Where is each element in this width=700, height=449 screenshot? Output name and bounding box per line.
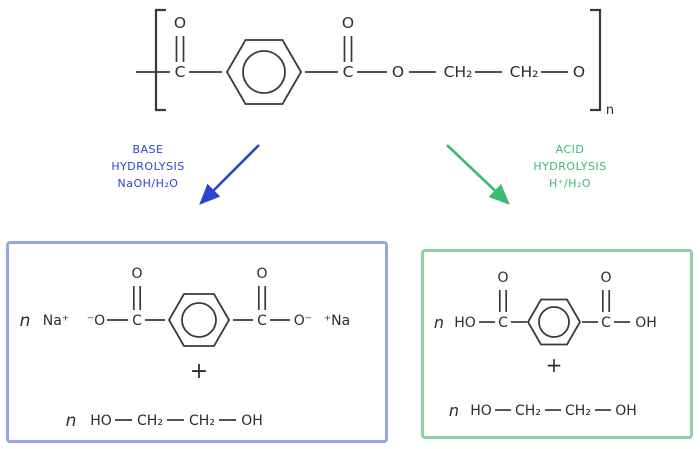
benzene-ring-circle	[181, 302, 217, 338]
carbonyl-oxygen: O	[342, 14, 354, 32]
ch2-group: CH₂	[444, 63, 473, 81]
base-products-structure: n Na⁺ ⁻O C O C O O⁻ ⁺Na + n HO CH₂	[20, 266, 351, 431]
carbonyl-carbon: C	[343, 63, 354, 81]
coefficient-n: n	[449, 401, 459, 420]
carboxylate-oxygen: O⁻	[294, 313, 312, 329]
benzene-ring-hexagon	[225, 39, 303, 105]
acid-label-line3: H⁺/H₂O	[548, 177, 592, 190]
acid-products-box: n HO C O C O OH + n HO CH₂ CH₂	[421, 249, 693, 439]
hydroxyl-group: OH	[635, 315, 657, 331]
plus-sign: +	[190, 359, 208, 384]
acid-products-structure: n HO C O C O OH + n HO CH₂ CH₂	[434, 270, 657, 420]
ch2-group: CH₂	[137, 413, 163, 429]
sodium-cation: ⁺Na	[324, 313, 350, 329]
coefficient-n: n	[20, 311, 31, 331]
sodium-cation: Na⁺	[43, 313, 69, 329]
carboxylate-oxygen: ⁻O	[87, 313, 105, 329]
carbonyl-carbon: C	[498, 315, 508, 331]
benzene-ring-hexagon	[526, 298, 582, 346]
benzene-ring-circle	[242, 50, 286, 94]
acid-arrow	[446, 144, 510, 205]
base-products-box: n Na⁺ ⁻O C O C O O⁻ ⁺Na + n HO CH₂	[6, 241, 388, 443]
chain-oxygen: O	[573, 63, 585, 81]
carbonyl-oxygen: O	[174, 14, 186, 32]
hydroxyl-group: OH	[615, 403, 637, 419]
right-bracket	[590, 8, 602, 112]
base-hydrolysis-label: BASE HYDROLYSIS NaOH/H₂O	[92, 141, 204, 192]
plus-sign: +	[546, 353, 563, 377]
ch2-group: CH₂	[515, 403, 541, 419]
base-label-line1: BASE	[132, 143, 164, 156]
coefficient-n: n	[66, 411, 77, 431]
carbonyl-oxygen: O	[131, 266, 142, 282]
ch2-group: CH₂	[510, 63, 539, 81]
carbonyl-oxygen: O	[600, 270, 611, 286]
left-bracket	[154, 8, 166, 112]
base-label-line3: NaOH/H₂O	[117, 177, 179, 190]
ester-oxygen: O	[392, 63, 404, 81]
hydroxyl-group: HO	[470, 403, 492, 419]
base-arrow-shaft	[199, 144, 260, 205]
base-label-line2: HYDROLYSIS	[111, 160, 185, 173]
benzene-ring-hexagon	[167, 293, 231, 347]
acid-arrow-shaft	[446, 144, 510, 205]
hydroxyl-group: HO	[454, 315, 476, 331]
acid-label-line2: HYDROLYSIS	[533, 160, 607, 173]
base-arrow	[199, 144, 260, 205]
acid-label-line1: ACID	[555, 143, 585, 156]
hydroxyl-group: OH	[241, 413, 263, 429]
ch2-group: CH₂	[565, 403, 591, 419]
ch2-group: CH₂	[189, 413, 215, 429]
carbonyl-carbon: C	[132, 313, 142, 329]
carbonyl-carbon: C	[601, 315, 611, 331]
carbonyl-carbon: C	[175, 63, 186, 81]
coefficient-n: n	[434, 313, 444, 332]
pet-structure: C O C O O CH₂ CH₂ O n	[136, 8, 614, 118]
carbonyl-oxygen: O	[497, 270, 508, 286]
carbonyl-carbon: C	[257, 313, 267, 329]
carbonyl-oxygen: O	[256, 266, 267, 282]
benzene-ring-circle	[538, 306, 570, 338]
repeat-subscript: n	[606, 103, 614, 118]
acid-hydrolysis-label: ACID HYDROLYSIS H⁺/H₂O	[516, 141, 624, 192]
hydroxyl-group: HO	[90, 413, 112, 429]
